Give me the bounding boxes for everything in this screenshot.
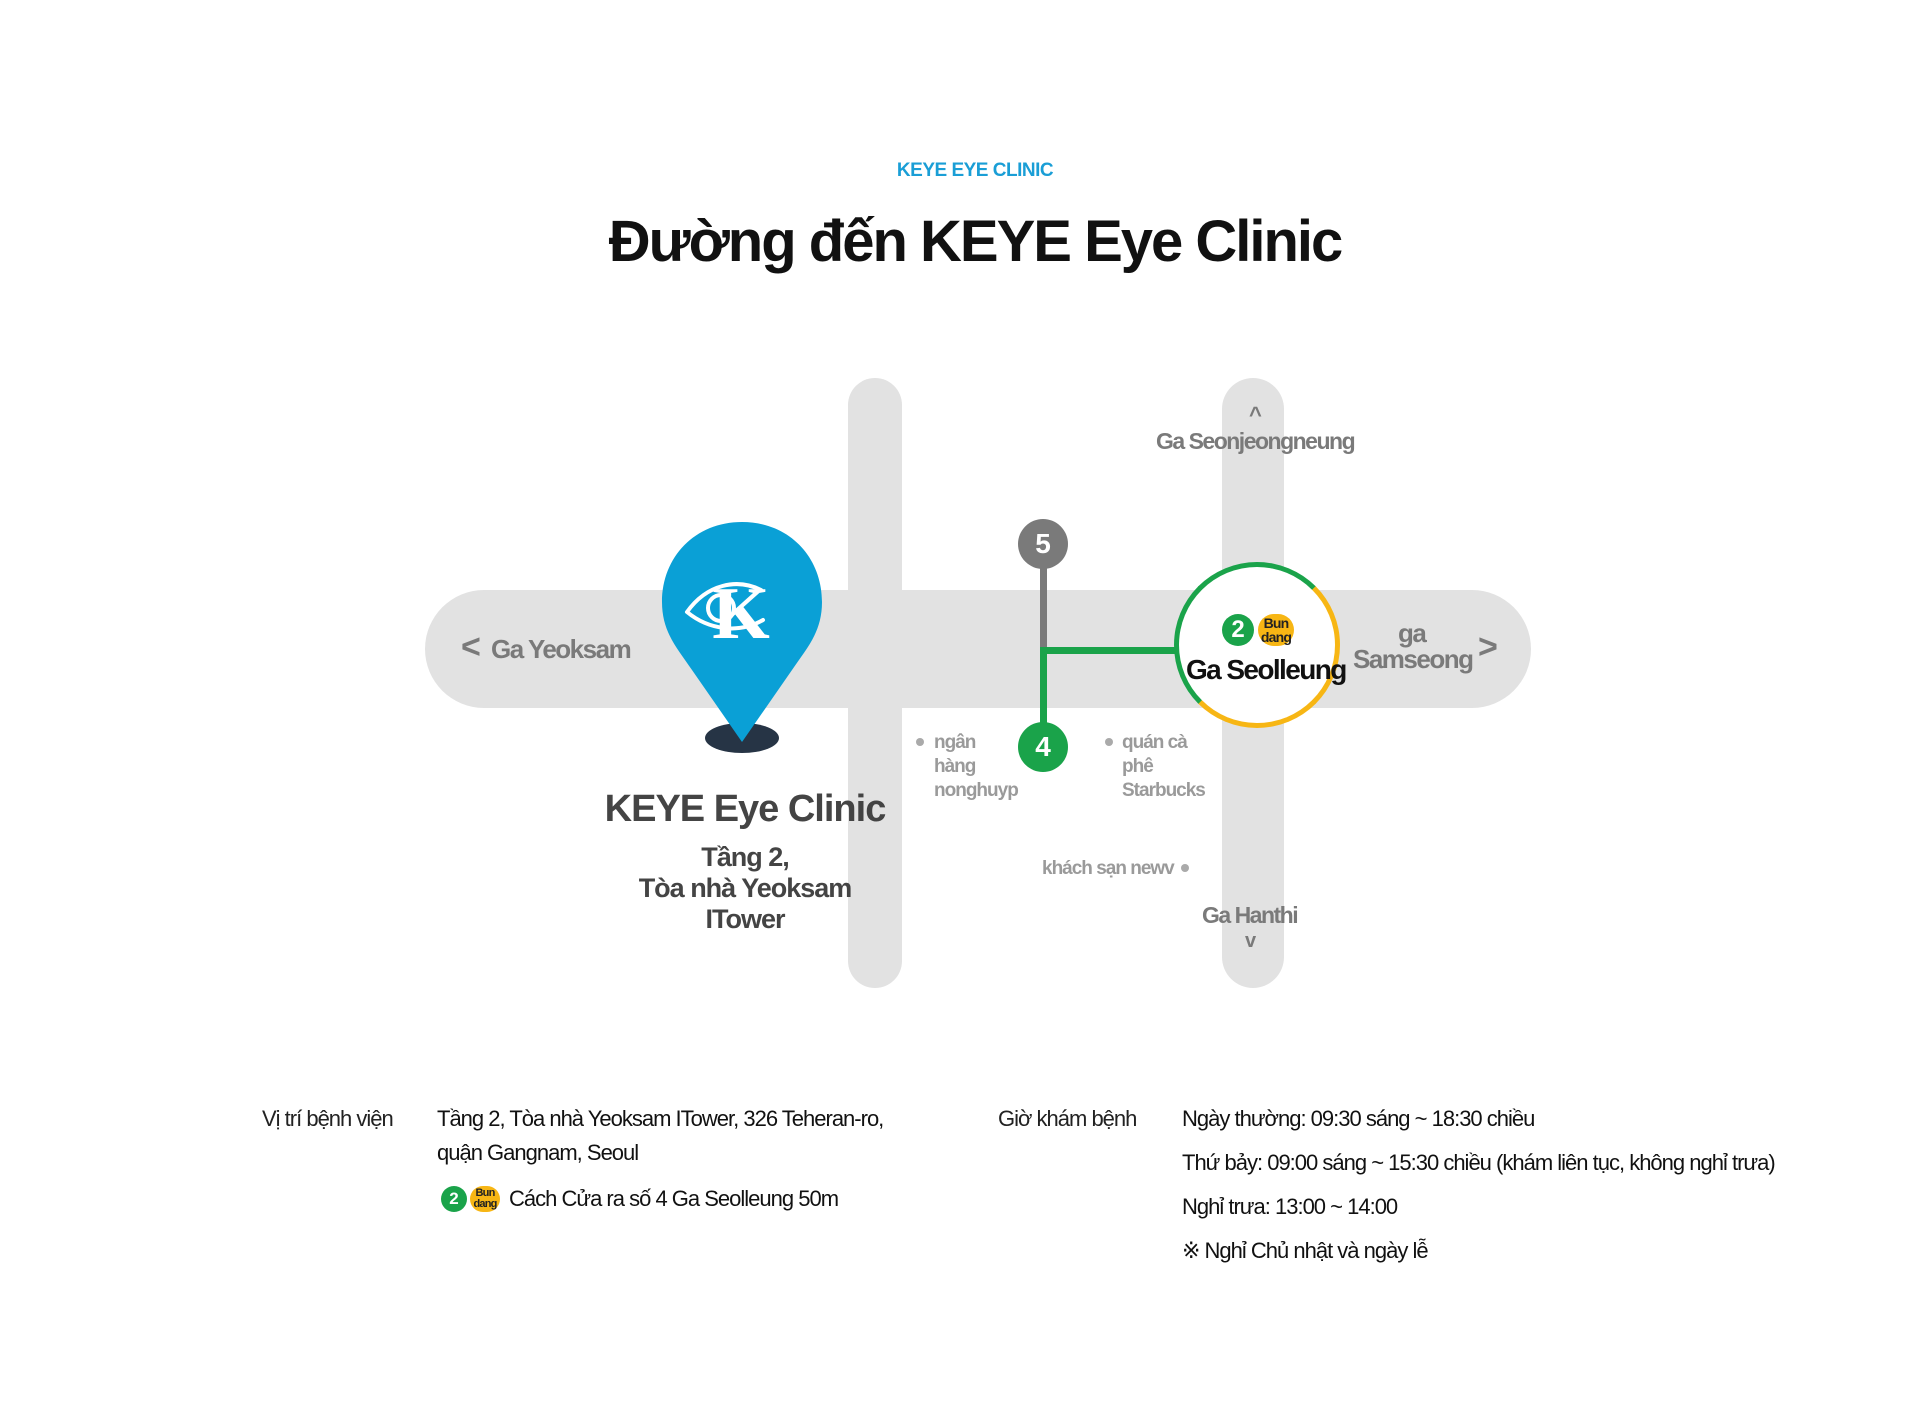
cafe-marker-dot	[1105, 738, 1113, 746]
label-ga-hanthi: Ga Hanthi	[1202, 902, 1299, 928]
hours-saturday: Thứ bảy: 09:00 sáng ~ 15:30 chiều (khám …	[1182, 1150, 1776, 1175]
page-title: Đường đến KEYE Eye Clinic	[608, 209, 1344, 274]
label-ga-yeoksam: Ga Yeoksam	[491, 634, 632, 664]
label-ga: ga	[1398, 618, 1427, 648]
clinic-address-line1: Tầng 2,	[701, 842, 790, 872]
clinic-logo-pupil	[706, 593, 736, 623]
location-address-line2: quận Gangnam, Seoul	[437, 1140, 639, 1165]
exit-5-badge: 5	[1018, 519, 1068, 569]
main-road-horizontal	[425, 590, 1531, 708]
clinic-address-line2: Tòa nhà Yeoksam	[638, 873, 853, 903]
seolleung-station-marker	[1174, 562, 1340, 728]
bundang-badge-line2: dang	[1260, 629, 1292, 645]
clinic-logo-k: K	[712, 573, 770, 655]
location-label: Vị trí bệnh viện	[262, 1106, 394, 1131]
clinic-location-pin-icon: K	[662, 522, 822, 753]
clinic-logo-eye-icon	[685, 582, 765, 631]
pin-body	[662, 522, 822, 742]
subway-bundang-line1: Bun	[475, 1187, 496, 1199]
right-arrow-icon: >	[1478, 628, 1498, 666]
station-name: Ga Seolleung	[1186, 654, 1347, 685]
clinic-name-label: KEYE Eye Clinic	[604, 788, 887, 830]
cafe-label-line3: Starbucks	[1122, 780, 1206, 801]
bundang-line-badge: Bun dang	[1258, 614, 1294, 646]
label-ga-seonjeongneung: Ga Seonjeongneung	[1156, 428, 1356, 454]
subway-line-2-icon: 2	[441, 1186, 467, 1212]
hours-closed-note: ※ Nghỉ Chủ nhật và ngày lễ	[1182, 1238, 1429, 1263]
bank-label-line1: ngân	[934, 732, 976, 753]
label-samseong: Samseong	[1353, 644, 1474, 674]
left-arrow-icon: <	[461, 628, 481, 666]
cafe-label-line1: quán cà	[1122, 732, 1188, 753]
cafe-label-line2: phê	[1122, 756, 1154, 777]
cross-road-left	[848, 378, 902, 988]
bank-label-line3: nonghuyp	[934, 780, 1019, 801]
location-address-line1: Tầng 2, Tòa nhà Yeoksam ITower, 326 Tehe…	[437, 1106, 884, 1131]
landmark-bank: ngân hàng nonghuyp	[934, 731, 1019, 803]
line-2-badge: 2	[1222, 614, 1254, 646]
up-arrow-icon: ^	[1249, 402, 1262, 427]
exit-4-badge: 4	[1018, 722, 1068, 772]
subway-bundang-line2: dang	[473, 1198, 497, 1210]
hours-weekday: Ngày thường: 09:30 sáng ~ 18:30 chiều	[1182, 1106, 1535, 1131]
hours-lunch-break: Nghỉ trưa: 13:00 ~ 14:00	[1182, 1194, 1398, 1219]
exit-5-connector	[1040, 560, 1047, 660]
clinic-address-line3: ITower	[705, 904, 785, 934]
landmark-hotel: khách sạn newv	[1042, 858, 1175, 879]
section-eyebrow: KEYE EYE CLINIC	[896, 160, 1054, 181]
clinic-address-label: Tầng 2, Tòa nhà Yeoksam ITower	[545, 842, 945, 935]
subway-bundang-icon: Bun dang	[470, 1186, 500, 1212]
landmark-cafe: quán cà phê Starbucks	[1122, 731, 1206, 803]
hours-label: Giờ khám bệnh	[998, 1106, 1137, 1131]
bank-marker-dot	[916, 738, 924, 746]
exit-connector-horizontal	[1040, 647, 1184, 654]
exit-4-connector	[1040, 647, 1047, 727]
down-arrow-icon: v	[1245, 930, 1257, 952]
bank-label-line2: hàng	[934, 756, 976, 777]
bundang-badge-line1: Bun	[1263, 615, 1290, 631]
hotel-marker-dot	[1181, 864, 1189, 872]
subway-distance-note: Cách Cửa ra số 4 Ga Seolleung 50m	[509, 1186, 839, 1211]
